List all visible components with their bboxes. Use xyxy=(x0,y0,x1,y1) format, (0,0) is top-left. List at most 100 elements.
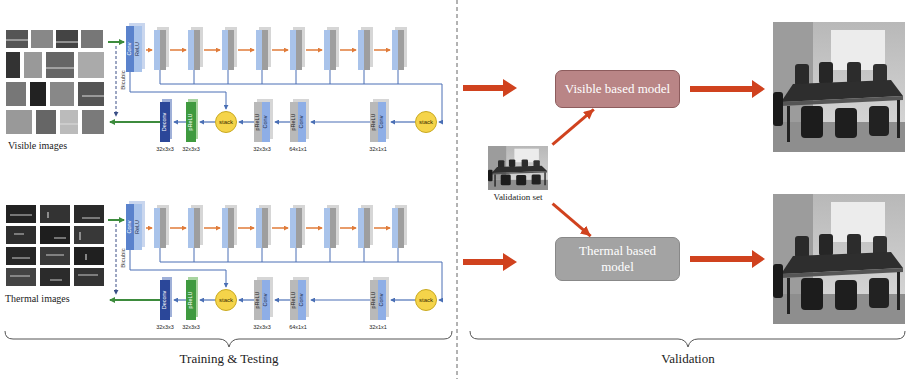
layer-label: Conv xyxy=(299,116,305,129)
validation-image xyxy=(488,146,548,190)
brace xyxy=(5,331,452,347)
visible-thumbnails xyxy=(6,30,104,134)
model-box: Thermal based model xyxy=(555,237,680,280)
stack-circle: stack xyxy=(415,289,437,311)
layer-label: pReLU xyxy=(188,113,194,130)
connector-arrow xyxy=(553,204,591,236)
thermal-thumbnails xyxy=(40,268,70,286)
visible-thumbnails xyxy=(60,110,78,134)
dataset-label: Visible images xyxy=(8,141,67,151)
layer-label: pReLU xyxy=(291,113,297,130)
layer-label: Conv xyxy=(379,116,385,129)
dimension-label: 32x3x3 xyxy=(182,147,200,153)
visible-thumbnails xyxy=(24,52,42,78)
thermal-thumbnails xyxy=(74,247,104,265)
layer-label: pReLU xyxy=(255,113,261,130)
flow-arrow xyxy=(463,253,517,271)
layer-label: Conv xyxy=(263,294,269,307)
brace xyxy=(470,331,905,347)
thermal-thumbnails xyxy=(74,226,104,244)
visible-thumbnails xyxy=(6,82,26,106)
section-title: Validation xyxy=(661,352,714,365)
dimension-label: 32x3x3 xyxy=(156,147,174,153)
upsample-label: Bicubic xyxy=(120,70,126,89)
output-image xyxy=(773,22,905,152)
layer-label: ReLU xyxy=(135,220,141,234)
thermal-thumbnails xyxy=(40,205,70,223)
layer-label: pReLU xyxy=(291,291,297,308)
stack-circle: stack xyxy=(215,111,237,133)
layer-label: Conv xyxy=(127,43,133,56)
layer-label: Conv xyxy=(263,116,269,129)
dimension-label: 32x3x3 xyxy=(253,325,271,331)
dimension-label: 32x3x3 xyxy=(156,325,174,331)
output-image xyxy=(773,194,905,324)
section-title: Training & Testing xyxy=(180,352,279,365)
node-text: stack xyxy=(219,297,233,303)
thermal-thumbnails xyxy=(40,226,70,244)
visible-thumbnails xyxy=(31,30,53,48)
thermal-thumbnails xyxy=(6,205,104,286)
layer-label: pReLU xyxy=(255,291,261,308)
thermal-thumbnails xyxy=(74,268,104,286)
brace xyxy=(5,331,905,347)
thermal-thumbnails xyxy=(40,247,70,265)
layer-label: Conv xyxy=(299,294,305,307)
layout-drawing xyxy=(108,201,442,320)
node-text: stack xyxy=(419,119,433,125)
output-image xyxy=(773,194,905,324)
layer-label: pReLU xyxy=(371,113,377,130)
model-box: Visible based model xyxy=(555,70,680,108)
visible-thumbnails xyxy=(30,82,46,106)
node-text: Thermal based model xyxy=(562,243,673,274)
dimension-label: 32x1x1 xyxy=(369,325,387,331)
visible-thumbnails xyxy=(6,110,32,134)
dimension-label: 64x1x1 xyxy=(289,147,307,153)
visible-thumbnails xyxy=(6,40,104,124)
dimension-label: 32x3x3 xyxy=(253,147,271,153)
layer-label: Conv xyxy=(379,294,385,307)
visible-thumbnails xyxy=(50,82,74,106)
thermal-thumbnails xyxy=(6,268,36,286)
thermal-thumbnails xyxy=(10,212,100,280)
dataset-label: Thermal images xyxy=(5,294,70,304)
validation-sample: Validation set xyxy=(484,146,552,202)
layer-label: pReLU xyxy=(371,291,377,308)
divider xyxy=(457,0,458,379)
output-image xyxy=(773,22,905,152)
visible-thumbnails xyxy=(6,30,28,48)
layout-drawing xyxy=(108,23,442,142)
connector-arrow xyxy=(552,109,593,144)
thermal-thumbnails xyxy=(6,226,36,244)
visible-thumbnails xyxy=(56,30,78,48)
stack-circle: stack xyxy=(215,289,237,311)
stack-circle: stack xyxy=(415,111,437,133)
layer-label: ReLU xyxy=(135,42,141,56)
visible-thumbnails xyxy=(46,52,74,78)
layer-label: Deconv xyxy=(162,113,168,132)
upsample-label: Bicubic xyxy=(120,248,126,267)
layer-label: Conv xyxy=(127,221,133,234)
dimension-label: 64x1x1 xyxy=(289,325,307,331)
visible-thumbnails xyxy=(36,110,56,134)
visible-thumbnails xyxy=(78,82,104,106)
thermal-thumbnails xyxy=(6,247,36,265)
layer-label: pReLU xyxy=(188,291,194,308)
visible-thumbnails xyxy=(78,52,104,78)
node-text: Validation set xyxy=(484,192,552,202)
flow-arrow xyxy=(690,80,765,98)
dimension-label: 32x3x3 xyxy=(182,325,200,331)
flow-arrow xyxy=(690,250,765,268)
node-text: Visible based model xyxy=(562,81,673,97)
visible-thumbnails xyxy=(82,110,104,134)
thermal-thumbnails xyxy=(6,205,36,223)
layer-label: Deconv xyxy=(162,291,168,310)
flow-arrow xyxy=(463,79,517,97)
node-text: stack xyxy=(219,119,233,125)
visible-thumbnails xyxy=(81,30,103,48)
thermal-thumbnails xyxy=(74,205,104,223)
dimension-label: 32x1x1 xyxy=(369,147,387,153)
